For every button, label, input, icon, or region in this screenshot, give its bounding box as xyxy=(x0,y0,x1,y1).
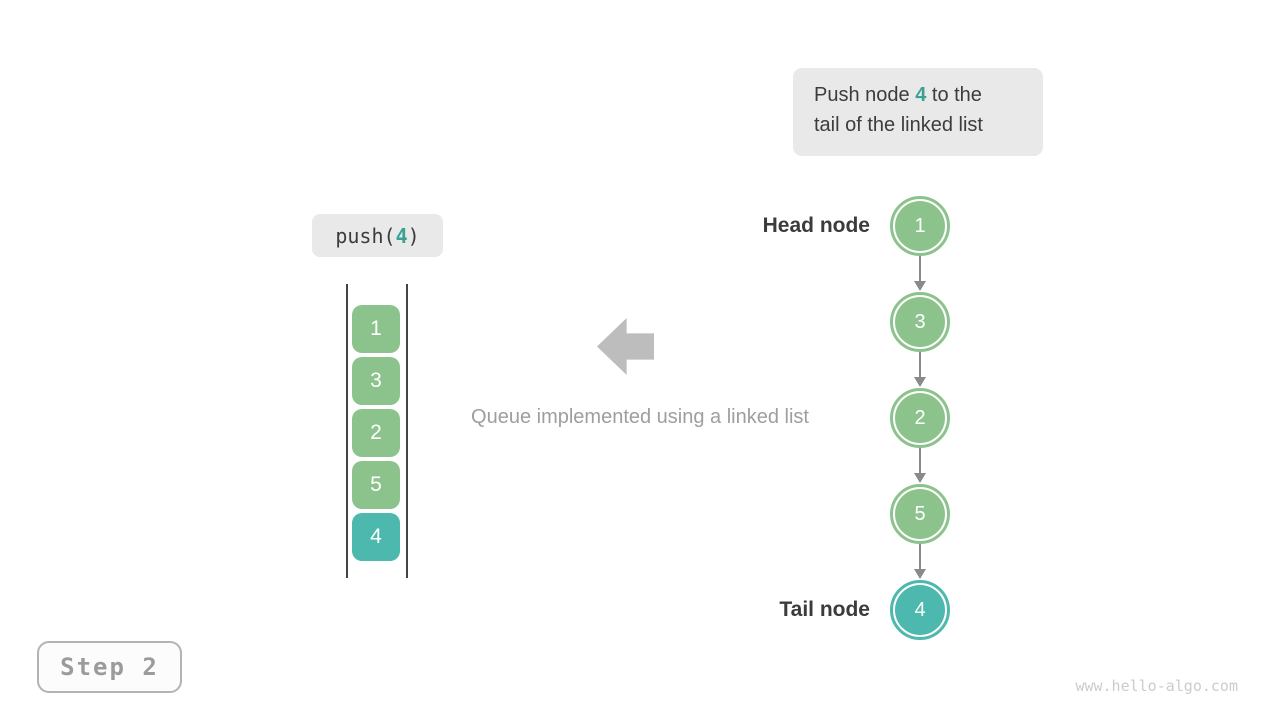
list-node-value: 1 xyxy=(895,201,945,251)
push-call-suffix: ) xyxy=(407,223,420,248)
queue-cell: 2 xyxy=(352,409,400,457)
annotation-box: Push node 4 to the tail of the linked li… xyxy=(793,68,1043,156)
list-node-value: 3 xyxy=(895,297,945,347)
queue-cell: 4 xyxy=(352,513,400,561)
annotation-text-suffix: to the xyxy=(926,84,982,106)
list-node-value: 2 xyxy=(895,393,945,443)
tail-node-label: Tail node xyxy=(779,598,870,621)
annotation-text-line2: tail of the linked list xyxy=(814,114,983,136)
down-arrow-icon xyxy=(919,544,921,570)
list-node-value: 5 xyxy=(895,489,945,539)
queue-cell: 5 xyxy=(352,461,400,509)
queue-cell: 1 xyxy=(352,305,400,353)
annotation-text-prefix: Push node xyxy=(814,84,916,106)
push-call-arg: 4 xyxy=(395,223,408,248)
annotation-highlight-value: 4 xyxy=(915,84,927,106)
list-node-value: 4 xyxy=(895,585,945,635)
list-node: 4 xyxy=(890,580,950,640)
watermark-text: www.hello-algo.com xyxy=(1075,677,1238,695)
down-arrow-icon xyxy=(919,256,921,282)
down-arrowhead-icon xyxy=(914,473,926,483)
step-badge: Step 2 xyxy=(37,641,182,693)
list-node: 1 xyxy=(890,196,950,256)
down-arrowhead-icon xyxy=(914,281,926,291)
queue-rail-left xyxy=(346,284,348,578)
down-arrowhead-icon xyxy=(914,569,926,579)
push-call-label: push(4) xyxy=(312,214,443,257)
head-node-label: Head node xyxy=(762,214,870,237)
down-arrow-icon xyxy=(919,352,921,378)
figure-caption: Queue implemented using a linked list xyxy=(471,406,809,428)
list-node: 2 xyxy=(890,388,950,448)
queue-rail-right xyxy=(406,284,408,578)
push-call-prefix: push( xyxy=(335,223,396,248)
queue-cell: 3 xyxy=(352,357,400,405)
left-arrow-icon xyxy=(597,318,654,375)
list-node: 5 xyxy=(890,484,950,544)
list-node: 3 xyxy=(890,292,950,352)
down-arrow-icon xyxy=(919,448,921,474)
down-arrowhead-icon xyxy=(914,377,926,387)
